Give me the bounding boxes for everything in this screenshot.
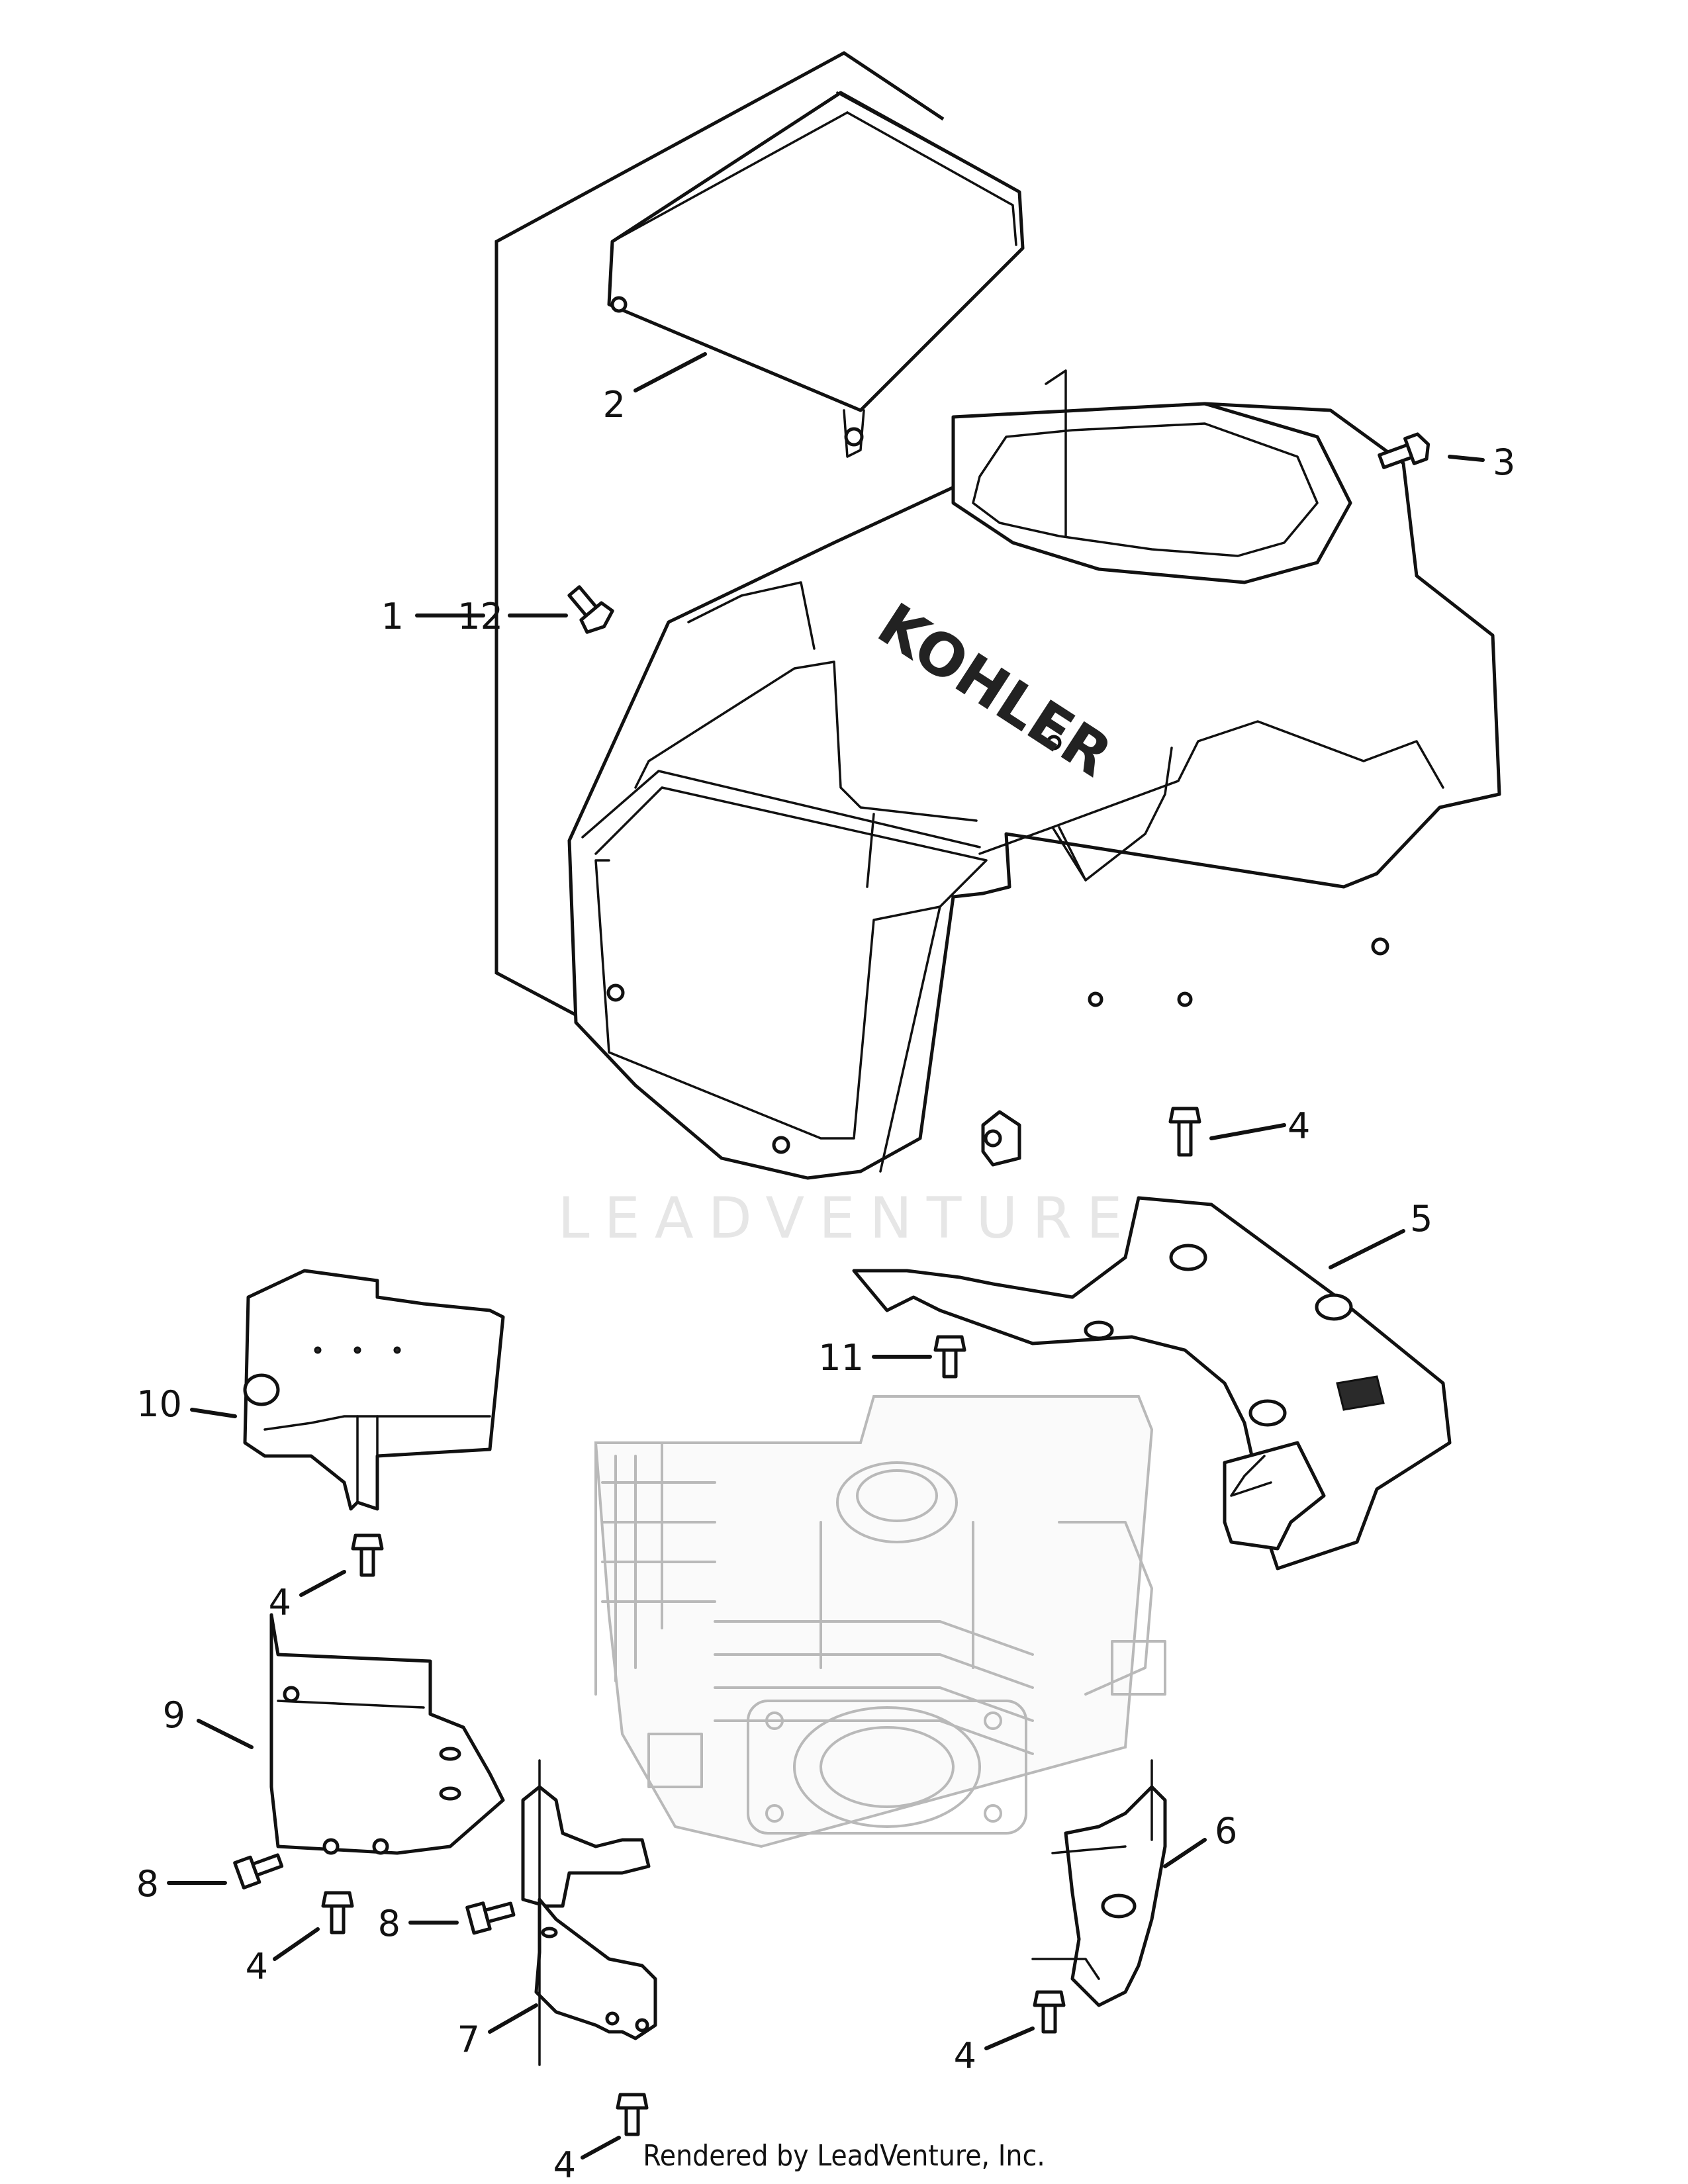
callout-5: 5: [1410, 1198, 1432, 1240]
callout-11: 11: [818, 1337, 864, 1379]
callout-3: 3: [1493, 441, 1515, 483]
bolt-4-left: [351, 1533, 384, 1577]
shroud-part-9: [269, 1613, 505, 1855]
callout-12: 12: [457, 596, 503, 637]
bolt-4-right: [1033, 1990, 1066, 2034]
bolt-8-mid: [465, 1901, 516, 1935]
callout-8: 8: [378, 1903, 400, 1944]
callout-4: 4: [269, 1582, 291, 1623]
callout-7: 7: [457, 2019, 480, 2060]
callout-10: 10: [136, 1383, 182, 1425]
bolt-11: [933, 1335, 966, 1379]
watermark-text: LEADVENTURE: [558, 1185, 1137, 1251]
screw-3: [1378, 432, 1430, 469]
air-intake-cover: [607, 91, 1025, 458]
bracket-part-7: [521, 1759, 657, 2066]
assembly-bracket: [494, 51, 945, 1034]
footer-credit: Rendered by LeadVenture, Inc.: [643, 2139, 1045, 2173]
bolt-8-left: [233, 1853, 284, 1889]
callout-4: 4: [246, 1946, 268, 1987]
bolt-4-bottom: [616, 2093, 649, 2136]
callout-2: 2: [603, 384, 626, 426]
bracket-part-6: [1031, 1759, 1167, 2007]
bolt-4-top: [1168, 1107, 1201, 1157]
shroud-part-10: [243, 1269, 505, 1511]
callout-1: 1: [381, 596, 404, 637]
callout-6: 6: [1215, 1810, 1237, 1852]
callout-4: 4: [1288, 1105, 1310, 1147]
bolt-12: [567, 585, 614, 634]
callout-8: 8: [136, 1863, 159, 1905]
cylinder-baffle: [852, 1196, 1452, 1570]
bolt-4-mid: [321, 1891, 354, 1934]
callout-4: 4: [553, 2144, 576, 2184]
blower-housing: KOHLER: [567, 369, 1501, 1180]
callout-4: 4: [954, 2035, 976, 2077]
engine-block-reference: [594, 1395, 1166, 1848]
callout-9: 9: [163, 1694, 185, 1736]
